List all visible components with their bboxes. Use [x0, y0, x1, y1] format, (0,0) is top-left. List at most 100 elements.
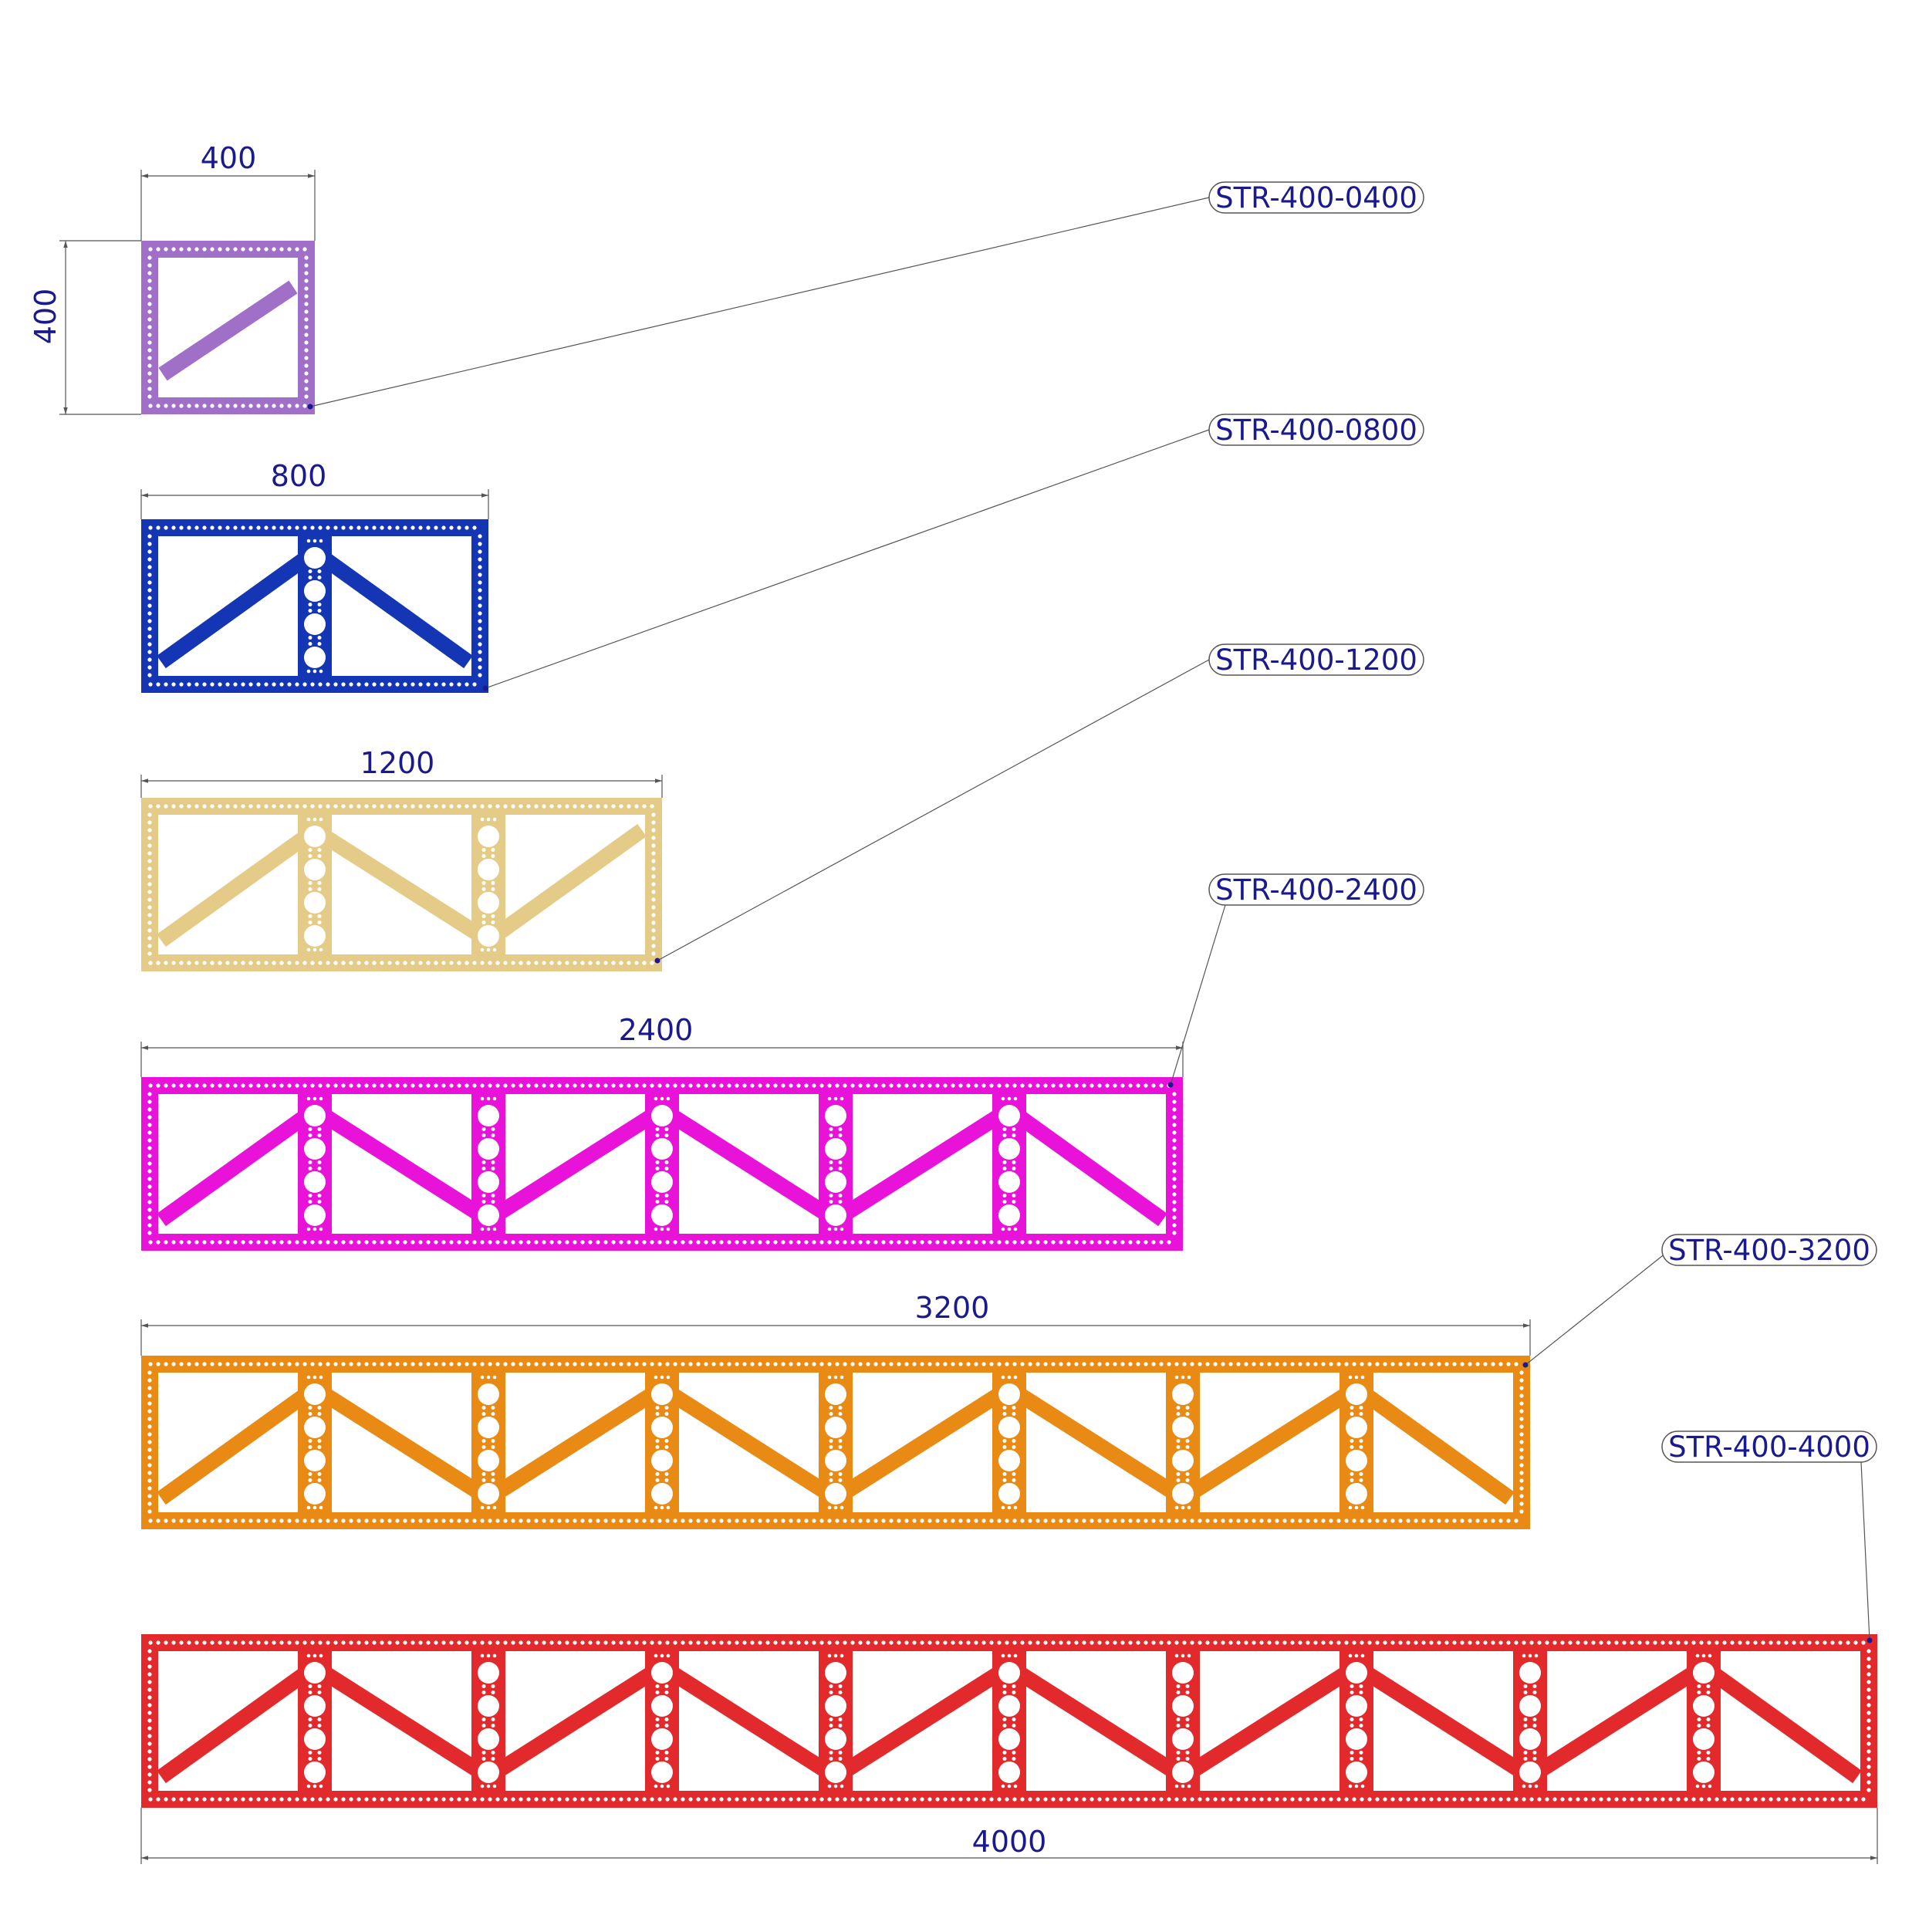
post-hole [492, 1096, 497, 1101]
chord-hole [873, 1083, 878, 1088]
chord-hole [1267, 1797, 1272, 1802]
chord-hole [1568, 1640, 1573, 1645]
post-hole [486, 817, 491, 822]
chord-hole [418, 682, 423, 687]
chord-hole [696, 1640, 701, 1645]
post-hole [829, 1472, 833, 1476]
chord-hole [580, 1640, 585, 1645]
chord-hole [1745, 1797, 1750, 1802]
post-hole [481, 854, 486, 858]
chord-hole [1020, 1518, 1025, 1523]
chord-hole [1867, 1780, 1871, 1785]
chord-hole [264, 525, 269, 530]
chord-hole [147, 333, 152, 337]
chord-hole [1429, 1640, 1434, 1645]
chord-hole [272, 1083, 276, 1088]
chord-hole [511, 1797, 515, 1802]
chord-hole [1313, 1640, 1318, 1645]
chord-hole [1761, 1797, 1765, 1802]
post-hole [660, 1096, 664, 1101]
chord-hole [627, 1518, 631, 1523]
chord-hole [225, 804, 230, 809]
chord-hole [1815, 1797, 1819, 1802]
post-hole [486, 1505, 491, 1510]
chord-hole [147, 1471, 152, 1475]
chord-hole [1136, 1362, 1140, 1366]
chord-hole [1172, 1177, 1177, 1181]
chord-hole [147, 565, 152, 569]
chord-hole [241, 1518, 245, 1523]
post-hole [1174, 1653, 1179, 1658]
chord-hole [889, 1797, 894, 1802]
chord-hole [1082, 1518, 1086, 1523]
post-hole [829, 1200, 833, 1204]
chord-hole [171, 1640, 176, 1645]
post-hole [664, 1478, 669, 1482]
chord-hole [1082, 1362, 1086, 1366]
chord-hole [1290, 1797, 1295, 1802]
chord-hole [580, 1240, 585, 1245]
post-hole [838, 1718, 843, 1721]
chord-hole [1483, 1518, 1488, 1523]
chord-hole [596, 1518, 600, 1523]
post-hole [838, 1690, 843, 1694]
chord-hole [156, 404, 160, 408]
chord-hole [912, 1362, 917, 1366]
chord-hole [651, 928, 656, 933]
chord-hole [304, 394, 309, 399]
post-hole [486, 947, 491, 952]
post-hole [306, 1653, 311, 1658]
chord-hole [935, 1518, 940, 1523]
chord-hole [187, 1240, 191, 1245]
post-hole [308, 1690, 312, 1694]
post-hole [317, 1445, 322, 1449]
chord-hole [287, 1083, 292, 1088]
chord-hole [147, 542, 152, 546]
chord-hole [557, 804, 562, 809]
post-hole [308, 1406, 312, 1410]
chord-hole [202, 804, 207, 809]
chord-hole [943, 1797, 948, 1802]
post-hole [308, 1718, 312, 1721]
diagonal-brace [831, 1660, 1014, 1784]
chord-hole [827, 1797, 832, 1802]
chord-hole [796, 1362, 801, 1366]
post-hole [1001, 1505, 1005, 1510]
post-hole [825, 1662, 846, 1684]
post-hole [312, 1505, 317, 1510]
chord-hole [147, 1711, 152, 1715]
chord-hole [302, 1083, 307, 1088]
chord-hole [1506, 1797, 1511, 1802]
post-hole [481, 887, 486, 891]
chord-hole [210, 961, 215, 965]
chord-hole [147, 1099, 152, 1104]
chord-hole [148, 525, 153, 530]
chord-hole [478, 549, 482, 554]
post-hole [480, 1653, 485, 1658]
chord-hole [989, 1362, 994, 1366]
chord-hole [573, 1362, 577, 1366]
chord-hole [1275, 1362, 1279, 1366]
chord-hole [1020, 1240, 1025, 1245]
post-hole [481, 1690, 486, 1694]
chord-hole [565, 1797, 569, 1802]
chord-hole [302, 682, 307, 687]
post-hole [829, 1127, 833, 1131]
post-hole [304, 1761, 326, 1783]
chord-hole [341, 961, 346, 965]
post-hole [319, 1784, 323, 1788]
chord-hole [627, 1362, 631, 1366]
chord-hole [233, 247, 238, 252]
chord-hole [403, 525, 407, 530]
post-hole [1002, 1757, 1007, 1761]
chord-hole [147, 634, 152, 639]
chord-hole [380, 682, 384, 687]
post-hole [1176, 1406, 1181, 1410]
chord-hole [927, 1240, 932, 1245]
chord-hole [1097, 1797, 1102, 1802]
chord-hole [1367, 1362, 1372, 1366]
chord-hole [218, 1518, 222, 1523]
chord-hole [1059, 1240, 1063, 1245]
post-hole [312, 1784, 317, 1788]
chord-hole [943, 1640, 948, 1645]
